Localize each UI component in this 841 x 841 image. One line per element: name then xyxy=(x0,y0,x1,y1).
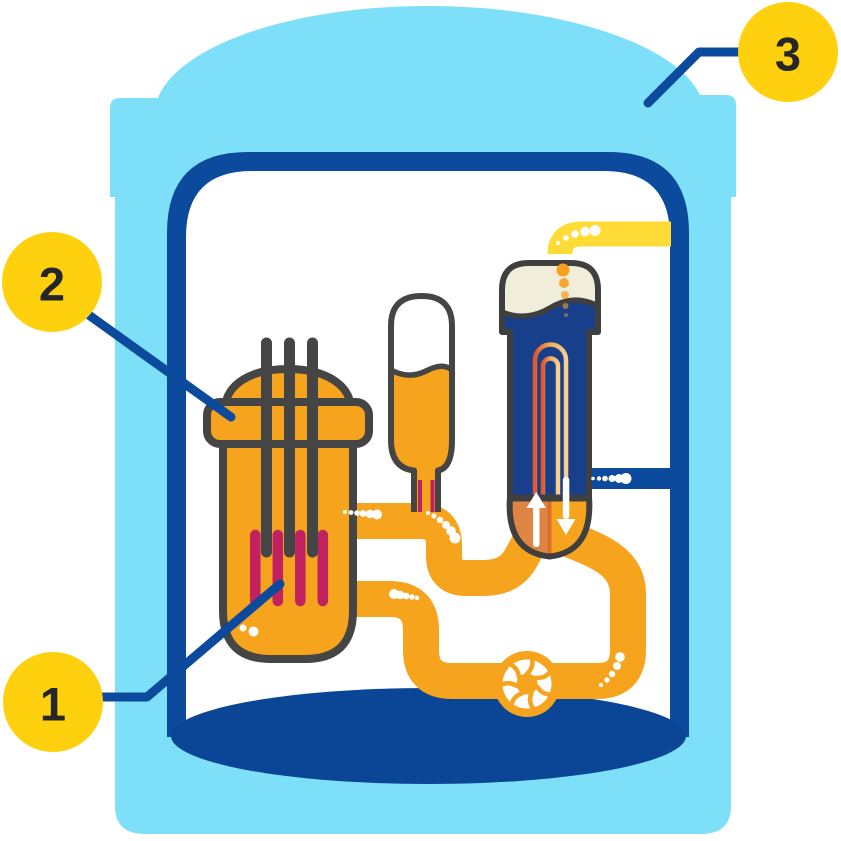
u-tube xyxy=(532,342,569,500)
callout-leader-2 xyxy=(81,308,236,422)
cold-leg-pipe xyxy=(350,521,646,699)
primary-loop-pipes xyxy=(348,503,646,699)
flow-arrows xyxy=(526,477,576,547)
coolant-pump xyxy=(494,651,560,717)
callout-leader-1 xyxy=(98,579,285,702)
steam-generator-outline xyxy=(499,260,601,560)
feedwater-pipe xyxy=(578,468,689,489)
flow-dots xyxy=(343,225,632,687)
pressurizer-water-line xyxy=(389,363,454,378)
steam-generator-plenum-hot xyxy=(509,497,550,556)
reactor-vessel xyxy=(203,337,373,663)
callout-3[interactable]: 3 xyxy=(738,2,838,102)
callout-2[interactable]: 2 xyxy=(2,232,102,332)
floor-pool xyxy=(171,688,686,784)
callout-1-label: 1 xyxy=(40,678,66,731)
callout-2-label: 2 xyxy=(39,258,65,311)
pressurizer-outline xyxy=(388,293,455,512)
callout-1[interactable]: 1 xyxy=(3,652,103,752)
fuel-rods xyxy=(250,529,329,607)
control-rods xyxy=(261,337,318,558)
surge-line-heaters xyxy=(418,480,435,512)
pressurizer xyxy=(388,293,455,512)
pump-hub xyxy=(516,673,538,695)
callout-leader-3 xyxy=(643,47,743,108)
callout-leaders xyxy=(81,47,743,702)
down-arrow-icon xyxy=(556,477,576,535)
callout-3-label: 3 xyxy=(775,28,801,81)
hot-leg-pipe xyxy=(348,503,549,596)
steam-generator-body xyxy=(502,300,598,497)
vessel-flow-bubbles xyxy=(239,624,259,637)
steam-droplets xyxy=(556,263,570,317)
up-arrow-icon xyxy=(526,492,546,547)
